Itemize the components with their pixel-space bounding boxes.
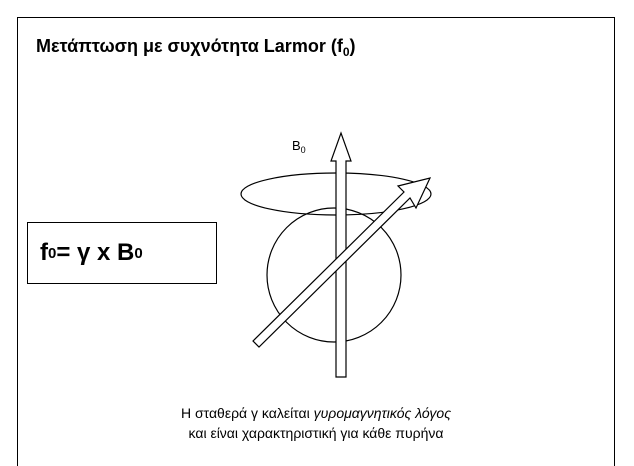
formula-f: f xyxy=(40,239,48,266)
formula-b-subscript: 0 xyxy=(134,244,143,262)
formula-middle: = γ x B xyxy=(56,239,135,266)
b0-label: B0 xyxy=(292,138,306,155)
caption-line-2: και είναι χαρακτηριστική για κάθε πυρήνα xyxy=(188,425,444,441)
formula-f-subscript: 0 xyxy=(48,244,57,262)
caption-line-1-italic: γυρομαγνητικός λόγος xyxy=(313,405,452,421)
slide-frame xyxy=(17,17,615,466)
b0-label-subscript: 0 xyxy=(300,145,306,155)
nucleus-circle xyxy=(266,207,402,343)
title-close: ) xyxy=(349,36,356,56)
title-text: Μετάπτωση με συχνότητα Larmor (f xyxy=(36,36,343,56)
caption-line-1: Η σταθερά γ καλείται γυρομαγνητικός λόγο… xyxy=(17,405,615,421)
magnetic-moment-arrow xyxy=(252,177,432,348)
slide-title: Μετάπτωση με συχνότητα Larmor (f0) xyxy=(36,36,356,59)
b0-label-text: B xyxy=(292,138,301,153)
caption-line-1-text: Η σταθερά γ καλείται xyxy=(180,405,314,421)
title-subscript: 0 xyxy=(342,45,350,59)
